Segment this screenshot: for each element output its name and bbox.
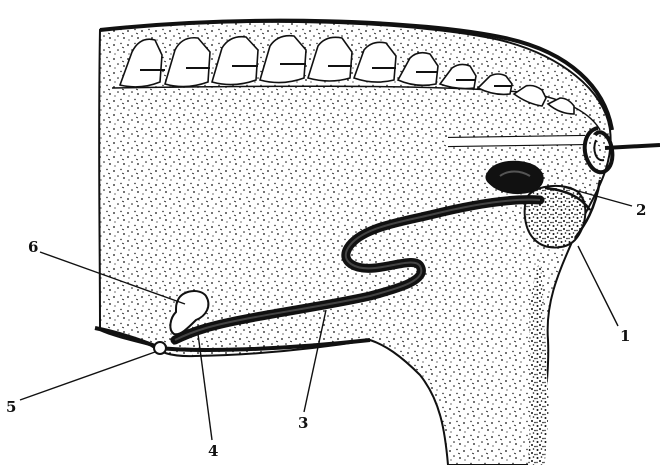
aperture-5 [154, 342, 166, 354]
callout-label-5: 5 [6, 398, 16, 416]
leader-5 [20, 352, 155, 400]
callout-label-3: 3 [298, 414, 308, 432]
callout-label-4: 4 [208, 442, 218, 460]
callout-label-2: 2 [636, 201, 646, 219]
leader-1 [578, 246, 618, 326]
callout-label-6: 6 [28, 238, 38, 256]
callout-label-1: 1 [620, 327, 630, 345]
